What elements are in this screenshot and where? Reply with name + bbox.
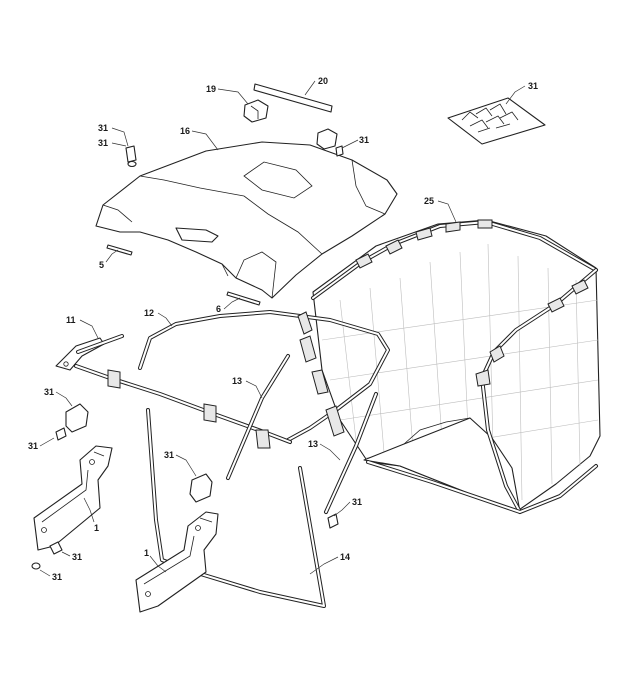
label-31-cover-right: 31: [359, 135, 369, 145]
part-16-cover: [95, 141, 398, 299]
label-31-bolt-right: 31: [352, 497, 362, 507]
part-6-strip: [226, 291, 261, 306]
part-12-frame: [138, 310, 390, 442]
label-31-top-left-b: 31: [98, 138, 108, 148]
part-1-bracket-right: [135, 511, 219, 613]
label-5: 5: [99, 260, 104, 270]
label-13-right: 13: [308, 439, 318, 449]
part-13-strut-right: [324, 392, 378, 514]
label-6: 6: [216, 304, 221, 314]
label-31-top-left-a: 31: [98, 123, 108, 133]
part-20-rod: [253, 83, 333, 113]
label-11: 11: [66, 315, 76, 325]
label-25: 25: [424, 196, 434, 206]
label-19: 19: [206, 84, 216, 94]
label-31-washer: 31: [52, 572, 62, 582]
part-13-strut-left: [226, 354, 290, 480]
part-25-grass-bag: [311, 219, 601, 514]
label-16: 16: [180, 126, 190, 136]
part-5-strip: [106, 244, 133, 256]
part-31-bolts: [31, 145, 344, 570]
label-31-clip-left: 31: [44, 387, 54, 397]
label-13-left: 13: [232, 376, 242, 386]
label-12: 12: [144, 308, 154, 318]
part-11-bracket: [55, 334, 292, 449]
label-14: 14: [340, 552, 350, 562]
part-19-clip: [243, 99, 269, 123]
callout-labels: 20 19 31 31 31 16 31 25 5 6 11 12 31 13 …: [28, 76, 538, 582]
label-31-bracket-left: 31: [72, 552, 82, 562]
label-1-right: 1: [144, 548, 149, 558]
label-1-left: 1: [94, 523, 99, 533]
part-19b-clip: [316, 128, 338, 150]
part-1-bracket-left: [33, 445, 113, 551]
label-31-bolt-left: 31: [28, 441, 38, 451]
part-31-fastener-kit: [447, 97, 546, 145]
part-31-clip-middle: [189, 473, 213, 503]
label-20: 20: [318, 76, 328, 86]
label-31-kit: 31: [528, 81, 538, 91]
part-31-clip-left: [65, 403, 89, 433]
leader-lines: [39, 80, 526, 577]
label-31-clip-middle: 31: [164, 450, 174, 460]
